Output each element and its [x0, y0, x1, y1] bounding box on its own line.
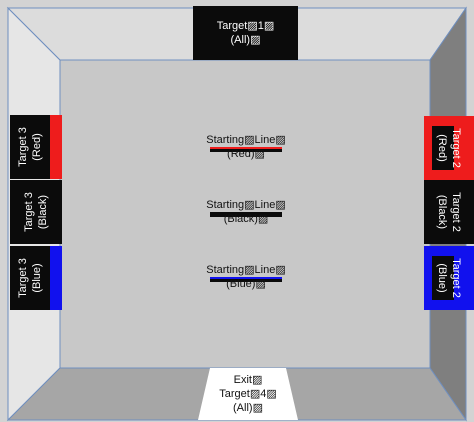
starting-line-red-bar [210, 147, 282, 152]
target-3-red-subtitle: (Red) [31, 133, 43, 161]
target-2-red: Target 2 (Red) [424, 116, 474, 180]
exit-target-title: Target▨4▨ [219, 388, 277, 400]
target-3-red: Target 3 (Red) [10, 115, 62, 179]
target-3-blue: Target 3 (Blue) [10, 246, 62, 310]
target-2-blue-inner [432, 256, 454, 300]
starting-line-black-title: Starting▨Line▨ [206, 199, 286, 211]
target-3-blue-accent [50, 246, 62, 310]
starting-line-red-subtitle: (Red)▨ [227, 148, 265, 160]
target-3-red-accent [50, 115, 62, 179]
target-2-black: Target 2 (Black) [424, 180, 474, 244]
target-3-blue-title: Target 3 [17, 258, 29, 298]
target-2-black-title: Target 2 [450, 192, 462, 232]
target-2-blue: Target 2 (Blue) [424, 246, 474, 310]
starting-line-blue-bar [210, 277, 282, 282]
starting-line-red: Starting▨Line▨ (Red)▨ [196, 133, 296, 161]
starting-line-red-title: Starting▨Line▨ [206, 134, 286, 146]
target-3-blue-subtitle: (Blue) [31, 263, 43, 293]
target-2-blue-subtitle: (Blue) [436, 263, 448, 293]
target-1-title: Target▨1▨ [216, 20, 275, 32]
target-3-black: Target 3 (Black) [10, 180, 62, 244]
starting-line-blue-title: Starting▨Line▨ [206, 264, 286, 276]
exit-target-subtitle: (All)▨ [233, 402, 263, 414]
target-1: Target▨1▨ (All)▨ [193, 6, 298, 60]
target-3-black-title: Target 3 [23, 192, 35, 232]
starting-line-blue-subtitle: (Blue)▨ [226, 278, 266, 290]
target-2-red-subtitle: (Red) [436, 134, 448, 162]
starting-line-black-bar [210, 212, 282, 217]
target-2-red-title: Target 2 [450, 128, 462, 168]
starting-line-black-subtitle: (Black)▨ [223, 213, 269, 225]
starting-line-blue: Starting▨Line▨ (Blue)▨ [196, 263, 296, 291]
target-1-subtitle: (All)▨ [230, 34, 261, 46]
starting-line-black: Starting▨Line▨ (Black)▨ [196, 198, 296, 226]
exit-target-4: Exit▨ Target▨4▨ (All)▨ [207, 368, 289, 420]
exit-opening [198, 368, 298, 420]
target-3-red-title: Target 3 [17, 127, 29, 167]
target-3-black-subtitle: (Black) [37, 194, 49, 230]
target-2-blue-title: Target 2 [450, 258, 462, 298]
target-2-red-inner [432, 126, 454, 170]
exit-label: Exit▨ [233, 374, 263, 386]
target-2-black-subtitle: (Black) [436, 194, 448, 230]
